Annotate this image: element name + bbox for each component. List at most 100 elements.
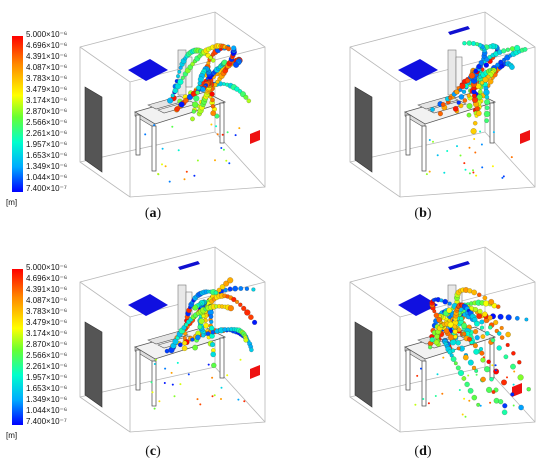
- particle: [466, 112, 472, 118]
- particle: [219, 284, 226, 290]
- particle: [153, 407, 156, 410]
- particle: [208, 55, 213, 60]
- particle: [484, 94, 490, 100]
- particle: [476, 63, 482, 70]
- particle: [450, 356, 457, 362]
- particle: [515, 316, 520, 321]
- particle: [491, 390, 496, 394]
- particle: [215, 125, 218, 128]
- supply-vent: [128, 294, 168, 316]
- particle: [207, 363, 210, 366]
- particle: [150, 381, 153, 384]
- particle: [190, 61, 195, 67]
- particle: [478, 60, 484, 66]
- particle: [226, 131, 229, 134]
- supply-vent: [128, 59, 168, 81]
- particle: [447, 301, 452, 306]
- caption-a: (a): [144, 206, 162, 221]
- particle: [452, 324, 457, 330]
- table-leg: [151, 125, 157, 172]
- particle: [170, 93, 175, 98]
- room-edge: [79, 366, 216, 398]
- particle: [436, 154, 439, 157]
- particle: [482, 356, 485, 359]
- particle: [501, 48, 507, 54]
- particle: [480, 357, 486, 363]
- machine-column: [447, 49, 457, 96]
- particle: [497, 313, 504, 320]
- particle: [210, 110, 217, 117]
- particle: [192, 304, 199, 311]
- particle: [466, 40, 472, 46]
- particle: [461, 322, 468, 329]
- particle: [470, 128, 477, 135]
- particle: [177, 78, 184, 85]
- particle: [428, 345, 433, 350]
- particle: [214, 113, 220, 119]
- particle: [474, 151, 477, 154]
- table-leg: [135, 349, 141, 391]
- red-outlet: [512, 383, 522, 397]
- particle: [498, 59, 504, 65]
- particle: [480, 80, 485, 85]
- particle: [455, 365, 461, 371]
- particle: [193, 95, 200, 102]
- particle: [231, 296, 237, 302]
- particle: [223, 287, 228, 293]
- particle: [461, 89, 467, 94]
- particle: [467, 388, 474, 394]
- particle: [456, 145, 458, 148]
- particle: [428, 139, 431, 141]
- legend-tick: 3.479×10⁻⁶: [26, 85, 68, 94]
- particle: [167, 97, 174, 104]
- particle: [433, 312, 440, 319]
- legend-tick: 3.174×10⁻⁶: [26, 329, 68, 338]
- particle: [176, 74, 180, 79]
- particle: [480, 143, 483, 146]
- particle: [180, 75, 185, 80]
- particle: [462, 98, 468, 103]
- particle: [171, 125, 174, 128]
- particle: [172, 87, 178, 94]
- particle: [491, 165, 494, 168]
- particle: [517, 360, 522, 365]
- particle: [209, 325, 215, 331]
- particle: [499, 325, 504, 330]
- room-scene: [349, 246, 536, 433]
- particle: [468, 72, 476, 79]
- particle: [221, 82, 226, 86]
- particle: [466, 93, 471, 98]
- particle: [474, 335, 480, 341]
- particle: [480, 376, 486, 382]
- particle: [422, 398, 425, 400]
- particle: [498, 399, 504, 405]
- particle: [414, 403, 417, 406]
- particle: [197, 324, 203, 330]
- particle: [428, 170, 431, 173]
- particle: [241, 305, 247, 311]
- particle: [448, 334, 455, 341]
- particle: [223, 280, 230, 287]
- particle: [493, 368, 500, 375]
- colorbar: [12, 36, 23, 192]
- particle: [209, 91, 215, 97]
- particle: [153, 124, 156, 127]
- particle: [181, 345, 188, 352]
- particle: [171, 383, 174, 386]
- particle: [164, 165, 167, 168]
- table-leg: [421, 125, 427, 172]
- table-leg: [489, 102, 495, 144]
- particle: [161, 163, 163, 166]
- particle: [463, 162, 466, 165]
- particle: [471, 365, 477, 370]
- particle: [243, 337, 249, 343]
- particle: [416, 374, 419, 377]
- legend-tick: 3.174×10⁻⁶: [26, 96, 68, 105]
- particle: [220, 398, 222, 400]
- particle: [459, 83, 466, 90]
- particle: [456, 346, 461, 351]
- particle: [471, 41, 476, 46]
- particle: [475, 174, 478, 177]
- particle: [246, 98, 251, 104]
- particle: [192, 101, 199, 108]
